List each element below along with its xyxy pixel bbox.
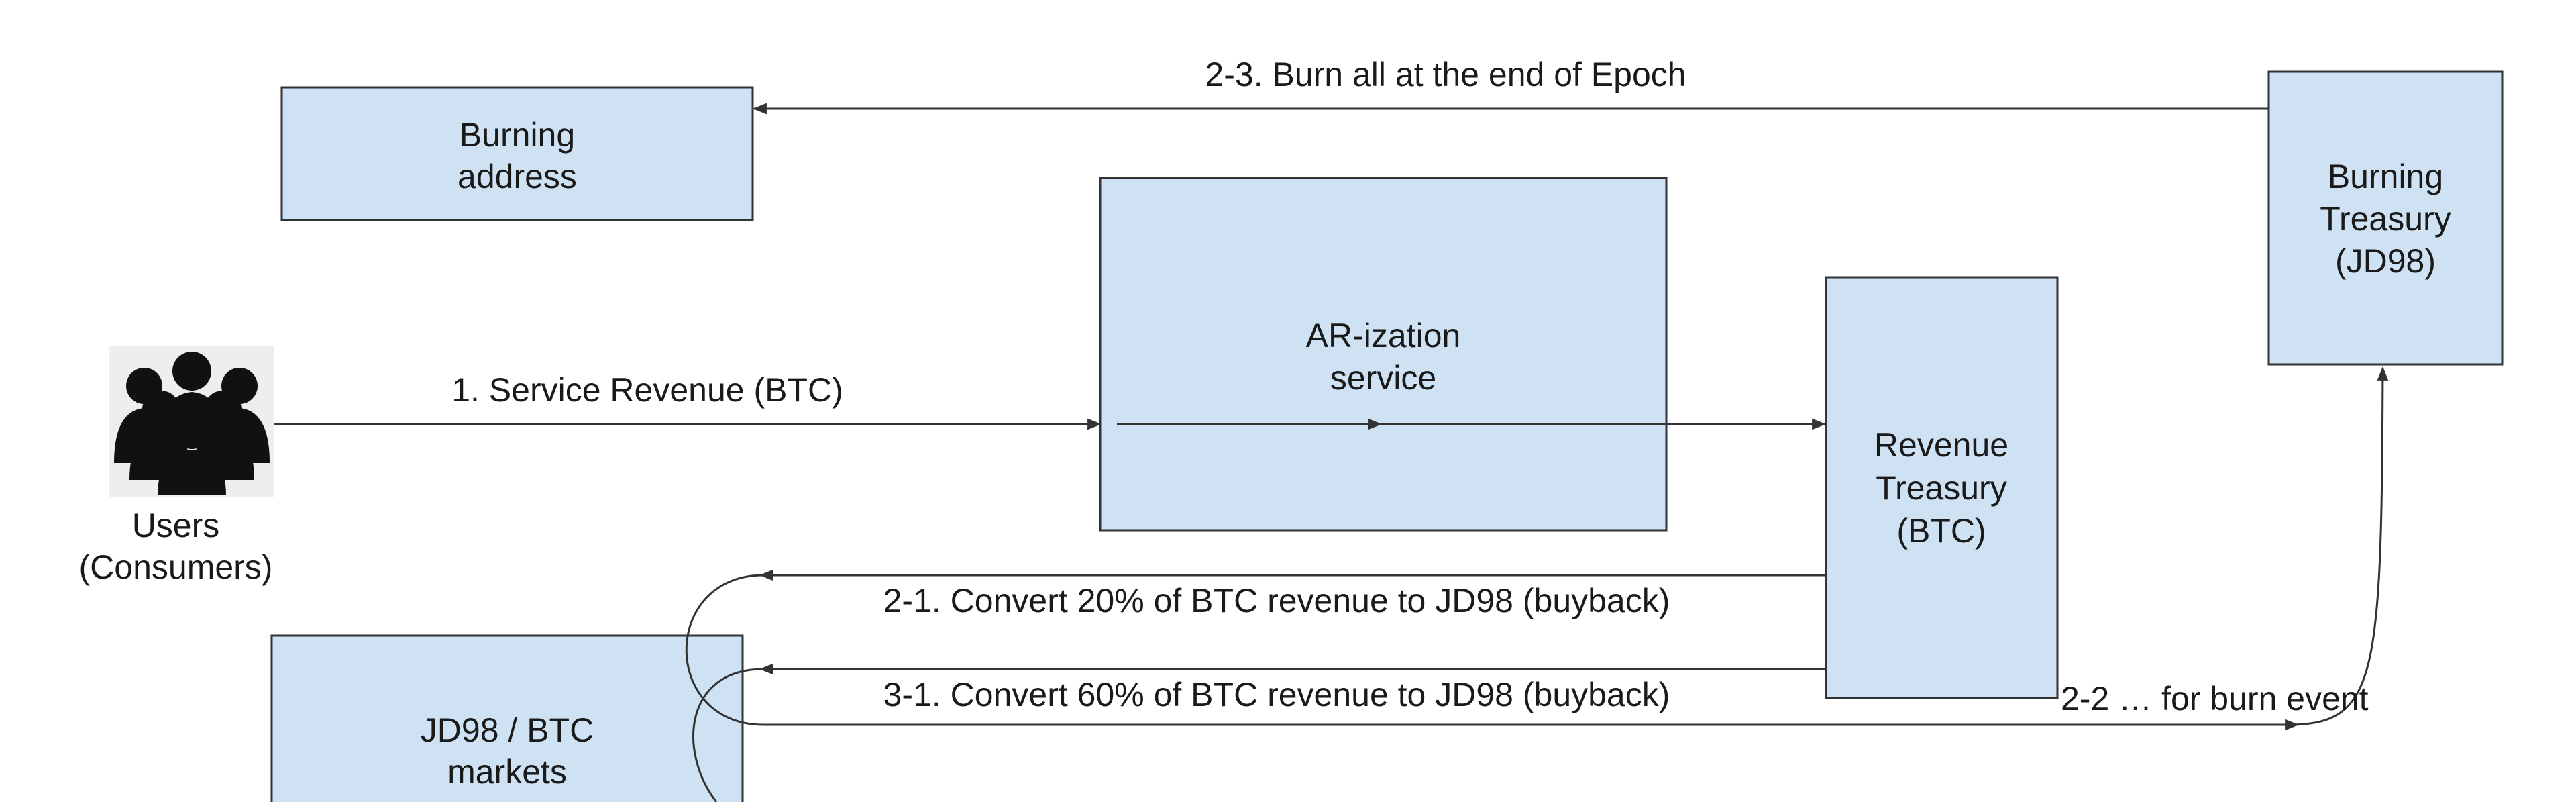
- edge-convert-20-label: 2-1. Convert 20% of BTC revenue to JD98 …: [883, 582, 1670, 619]
- arization-label-line1: AR-ization: [1306, 317, 1461, 354]
- users-label-line2: (Consumers): [79, 548, 273, 586]
- edge-service-revenue: 1. Service Revenue (BTC): [274, 371, 1827, 430]
- edge-convert-60: 3-1. Convert 60% of BTC revenue to JD98 …: [692, 663, 1826, 802]
- edge-burn-event-label: 2-2 … for burn event: [2061, 680, 2369, 717]
- people-group-icon: [114, 352, 270, 495]
- revenue-treasury-label-line1: Revenue: [1874, 426, 2008, 464]
- edge-burn-event: 2-2 … for burn event: [2061, 680, 2369, 731]
- markets-label-line1: JD98 / BTC: [421, 711, 594, 749]
- edge-service-revenue-label: 1. Service Revenue (BTC): [451, 371, 843, 409]
- revenue-treasury-label-line3: (BTC): [1896, 512, 1986, 550]
- edge-burn-all-label: 2-3. Burn all at the end of Epoch: [1205, 56, 1686, 93]
- revenue-treasury-label-line2: Treasury: [1876, 469, 2006, 507]
- burning-address-label-line1: Burning: [460, 116, 575, 154]
- users-label-line1: Users: [132, 507, 220, 544]
- edge-convert-20: 2-1. Convert 20% of BTC revenue to JD98 …: [685, 366, 2389, 726]
- burning-treasury-label-line2: Treasury: [2320, 200, 2451, 238]
- edge-convert-60-label: 3-1. Convert 60% of BTC revenue to JD98 …: [883, 676, 1670, 713]
- users-node: Users (Consumers): [79, 346, 274, 586]
- arization-service-node: AR-ization service: [1099, 177, 1668, 532]
- edge-burn-all: 2-3. Burn all at the end of Epoch: [752, 56, 2269, 115]
- burning-treasury-label-line1: Burning: [2328, 158, 2443, 195]
- arization-label-line2: service: [1330, 359, 1436, 397]
- burning-treasury-node: Burning Treasury (JD98): [2267, 70, 2504, 366]
- markets-node: JD98 / BTC markets: [270, 634, 744, 802]
- revenue-treasury-node: Revenue Treasury (BTC): [1825, 276, 2059, 699]
- markets-label-line2: markets: [447, 753, 567, 791]
- burning-address-node: Burning address: [280, 86, 754, 221]
- burning-address-label-line2: address: [458, 158, 577, 195]
- burning-treasury-label-line3: (JD98): [2335, 242, 2436, 280]
